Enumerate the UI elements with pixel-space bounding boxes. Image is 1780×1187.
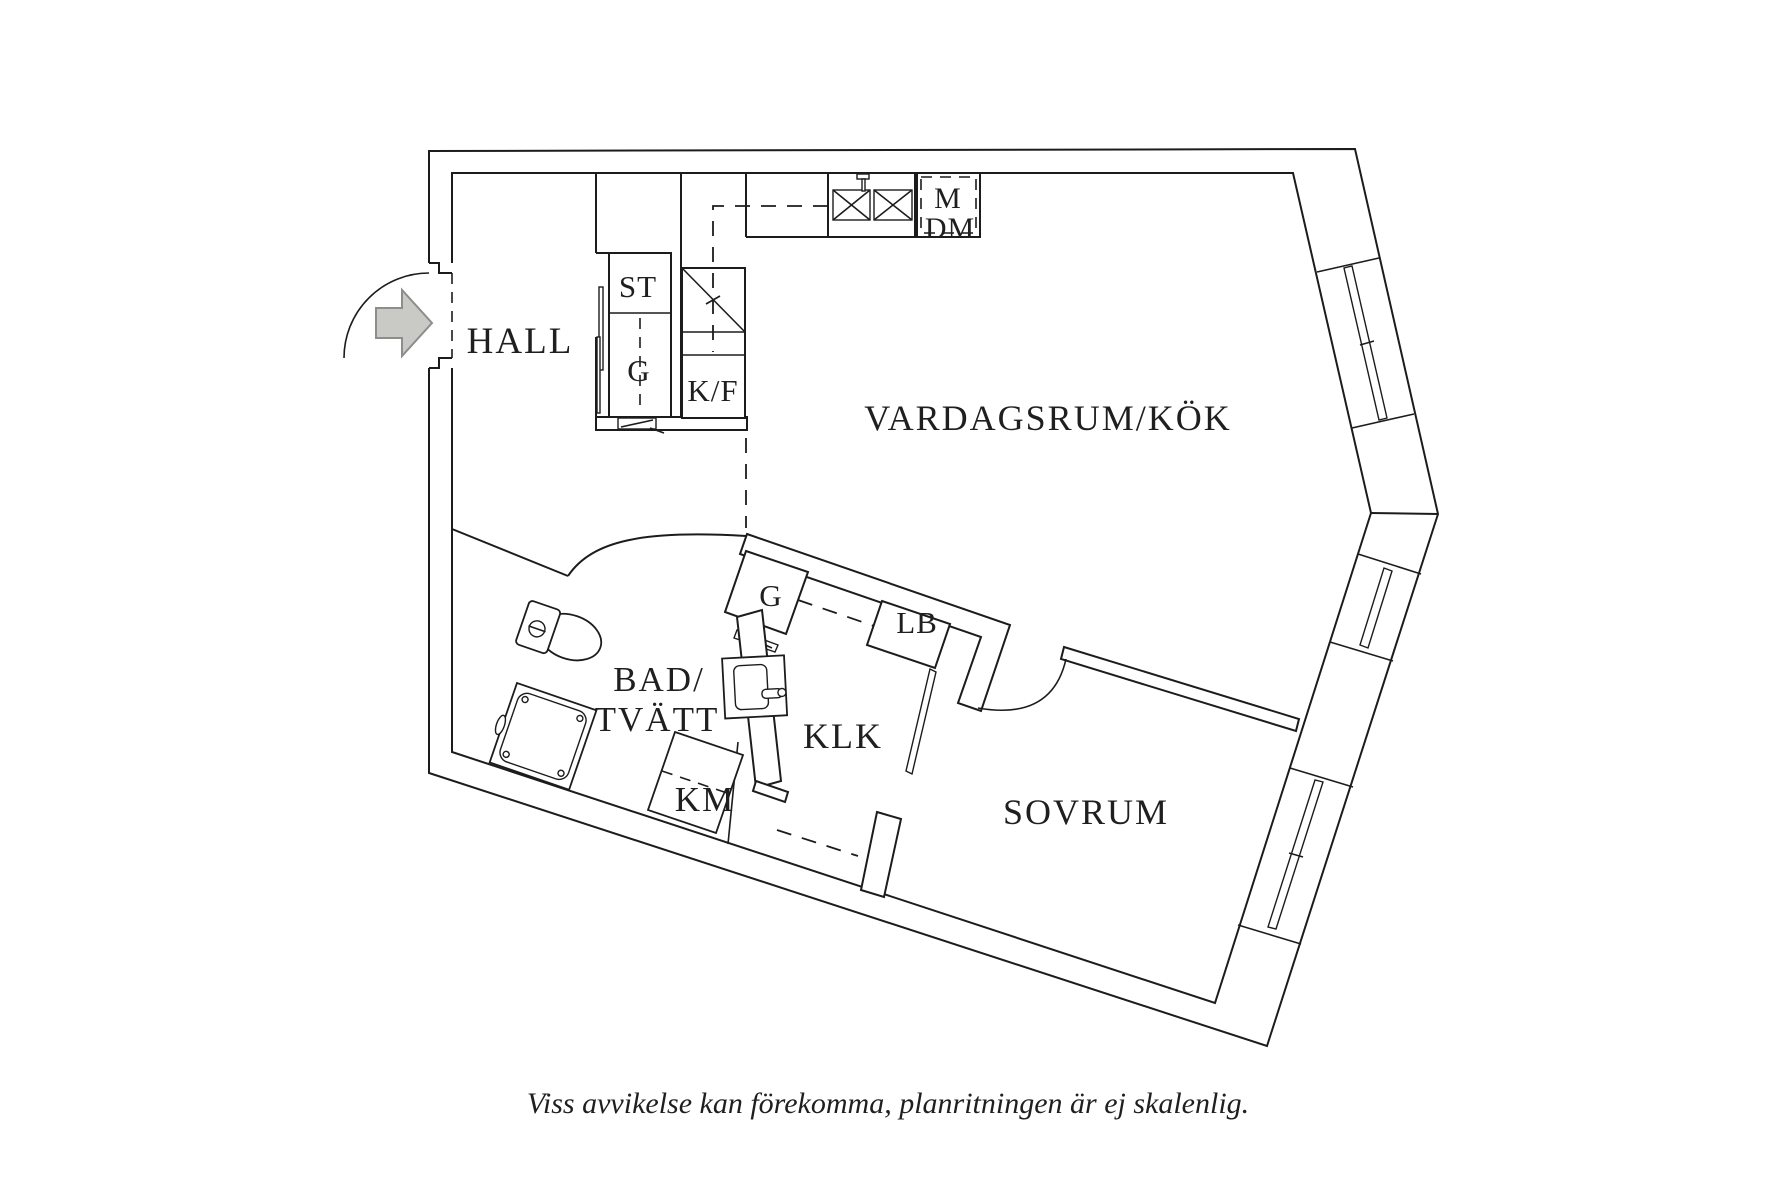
label-bath-line2: TVÄTT <box>595 700 720 739</box>
label-kf: K/F <box>687 373 738 408</box>
hall-wardrobe-sliding-door <box>598 286 604 371</box>
hall-walls <box>595 173 609 417</box>
wall-stub <box>859 810 903 899</box>
curved-wall <box>567 533 747 577</box>
window-2 <box>1329 553 1422 662</box>
label-livingroom-kitchen: VARDAGSRUM/KÖK <box>864 398 1231 438</box>
inner-floor <box>451 172 1373 1005</box>
bath-top-wall <box>451 528 569 577</box>
hall-bath-wall <box>595 416 748 434</box>
label-km: KM <box>675 780 735 819</box>
sliding-door-leaf <box>905 667 937 776</box>
kitchen-units <box>680 172 981 528</box>
sink-basin-icon <box>832 173 913 221</box>
label-bedroom: SOVRUM <box>1003 792 1169 832</box>
washing-machine-box <box>646 730 745 835</box>
entry-direction-arrow-icon <box>375 287 434 359</box>
label-hall: HALL <box>467 321 574 362</box>
counter-overhang-line <box>712 205 828 352</box>
faucet-icon <box>856 173 870 180</box>
bathroom-sink-icon <box>721 654 789 720</box>
label-g-hall: G <box>627 353 650 388</box>
wall-bend-joint <box>1370 512 1439 515</box>
label-lb: LB <box>896 605 938 640</box>
hall-wardrobe-sliding-door-2 <box>596 336 601 414</box>
linen-cabinet-box <box>865 599 952 670</box>
window-1 <box>1316 257 1415 429</box>
label-bath-line1: BAD/ <box>613 660 705 699</box>
bedroom-door-arc <box>977 658 1067 712</box>
living-bedroom-dividing-wall <box>1059 645 1301 733</box>
window-3 <box>1237 767 1354 945</box>
label-g-klk: G <box>759 578 782 613</box>
label-klk: KLK <box>803 716 883 756</box>
entrance-door <box>343 262 454 369</box>
label-dm: DM <box>925 212 975 245</box>
toilet-icon <box>515 600 603 662</box>
tall-cabinet-fridge-freezer <box>681 267 746 419</box>
caption: Viss avvikelse kan förekomma, planritnin… <box>527 1087 1249 1120</box>
appliance-column <box>916 172 981 238</box>
label-m: M <box>934 182 962 215</box>
klk-walls <box>738 532 1012 713</box>
label-st: ST <box>619 269 657 304</box>
shower-icon <box>488 681 598 791</box>
klk-dashed-line <box>797 599 875 627</box>
